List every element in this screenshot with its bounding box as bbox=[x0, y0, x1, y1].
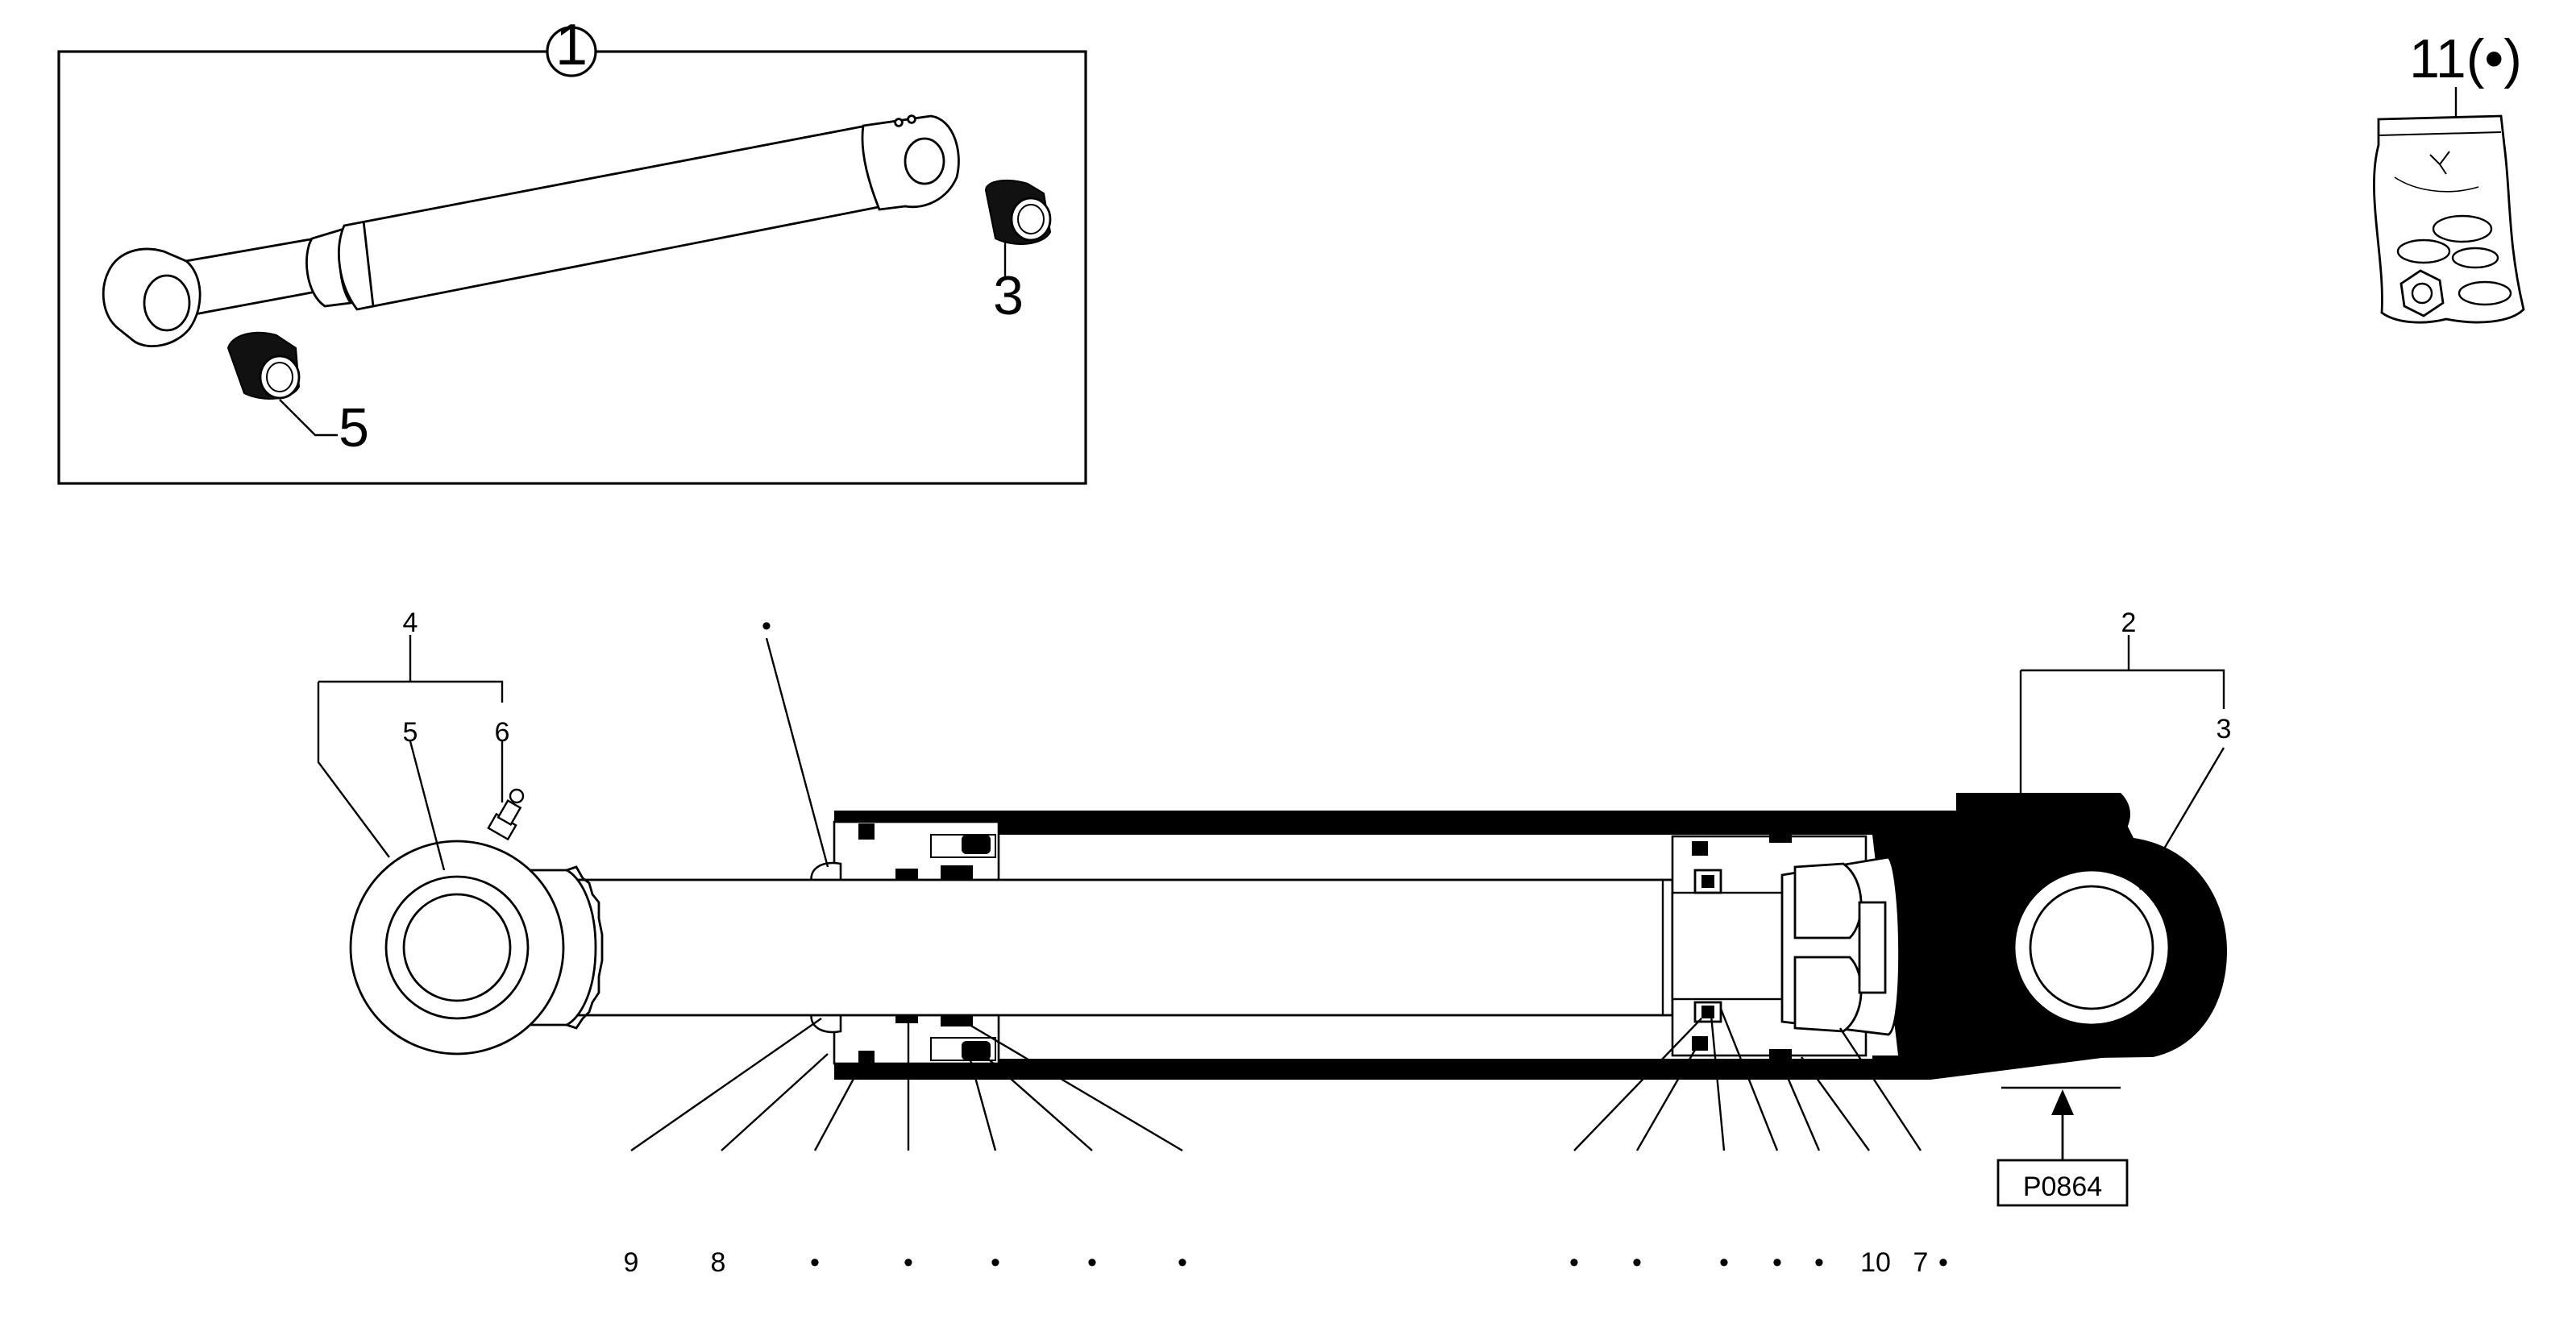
rod-eye bbox=[349, 840, 604, 1055]
callout-4: 4 bbox=[403, 608, 418, 638]
reference-label: P0864 bbox=[2023, 1172, 2102, 1202]
piston-rod bbox=[559, 878, 1674, 1017]
callout-7-dot: • bbox=[1938, 1247, 1948, 1278]
callout-9: 9 bbox=[624, 1247, 639, 1278]
callout-dot-top: • bbox=[762, 611, 771, 641]
callout-7: 7 bbox=[1913, 1247, 1929, 1278]
kit-label: 11(•) bbox=[2409, 28, 2522, 89]
callout-8: 8 bbox=[711, 1247, 726, 1278]
cylinder-cross-section bbox=[349, 788, 2227, 1080]
callout-dot-6: • bbox=[1569, 1247, 1579, 1278]
callout-2: 2 bbox=[2121, 608, 2137, 638]
barrel-bottom-wall bbox=[834, 1055, 2121, 1080]
callout-dot-4: • bbox=[1087, 1247, 1097, 1278]
arrow-up-icon bbox=[2051, 1089, 2074, 1115]
inset-callout-number: 1 bbox=[555, 13, 588, 77]
callout-3: 3 bbox=[2217, 714, 2232, 744]
callout-dot-10: • bbox=[1814, 1247, 1824, 1278]
callout-dot-9: • bbox=[1772, 1247, 1782, 1278]
assembly-inset: 1 3 bbox=[57, 13, 1087, 485]
callout-6: 6 bbox=[495, 717, 510, 748]
barrel-top-wall bbox=[834, 793, 2130, 838]
cylinder-overview bbox=[102, 114, 960, 348]
reference-frame bbox=[1996, 1159, 2129, 1207]
callout-dot-1: • bbox=[810, 1247, 820, 1278]
callout-dot-5: • bbox=[1178, 1247, 1187, 1278]
inset-callout-circle bbox=[546, 26, 597, 77]
callout-10: 10 bbox=[1860, 1247, 1891, 1278]
bushing-5-overview bbox=[226, 331, 338, 437]
callout-dot-3: • bbox=[991, 1247, 1000, 1278]
callout-5: 5 bbox=[403, 717, 418, 748]
bushing-3-overview bbox=[984, 179, 1052, 277]
callout-dot-8: • bbox=[1719, 1247, 1729, 1278]
leader-lines bbox=[317, 635, 2225, 1152]
callout-dot-7: • bbox=[1632, 1247, 1642, 1278]
reference-box: P0864 bbox=[1996, 1089, 2129, 1207]
piston-nut bbox=[1780, 856, 1901, 1036]
callout-labels: 4 5 6 • 2 3 9 8 • • • • • • • • • • 10 7… bbox=[403, 608, 2232, 1278]
inset-label-5: 5 bbox=[339, 397, 369, 458]
inset-label-3: 3 bbox=[993, 265, 1024, 326]
seal-kit-bag: 11(•) bbox=[2373, 28, 2525, 324]
grease-nipple bbox=[487, 788, 525, 841]
callout-dot-2: • bbox=[904, 1247, 913, 1278]
